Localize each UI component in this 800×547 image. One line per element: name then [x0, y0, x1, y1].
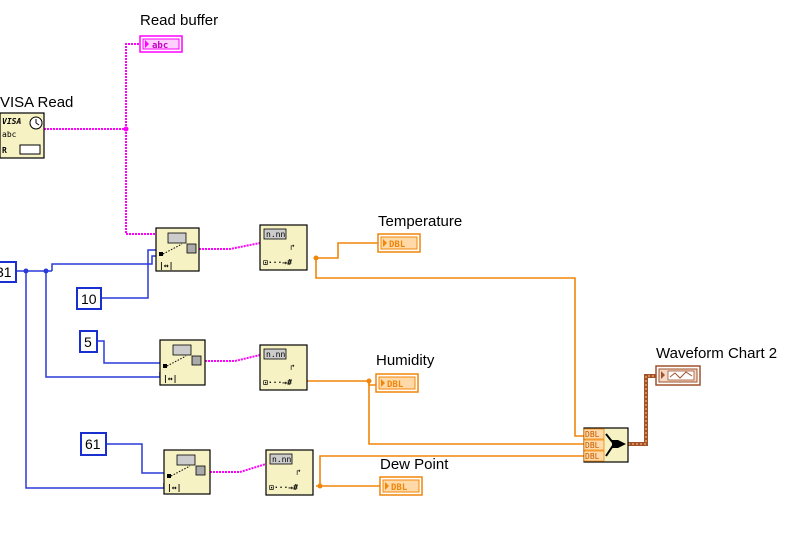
- visa-read-node[interactable]: VISA Read VISA abc R: [0, 94, 73, 159]
- wire-subset1-to-fract1: [199, 242, 261, 250]
- svg-text:↱: ↱: [290, 363, 295, 372]
- wire-fract1-to-temperature: [316, 242, 378, 259]
- wire-subset3-to-fract3: [210, 463, 267, 473]
- string-wire-junction: [123, 126, 129, 132]
- svg-text:VISA: VISA: [2, 117, 21, 126]
- constant-31[interactable]: 31: [0, 261, 17, 283]
- svg-text:↱: ↱: [296, 468, 301, 477]
- wire-31-to-subset1: [51, 255, 156, 271]
- svg-text:⊡···→#: ⊡···→#: [269, 483, 298, 492]
- bundle-icon: DBL DBL DBL: [583, 427, 629, 463]
- dbl-wires: [307, 242, 584, 487]
- svg-text:31: 31: [0, 264, 12, 280]
- fract-exp-string-to-number-icon: n.nn ↱ ⊡···→#: [259, 224, 308, 271]
- svg-text:5: 5: [84, 334, 92, 350]
- string-subset-icon: |↔|: [163, 449, 211, 495]
- wire-hum-to-bundle: [368, 381, 584, 445]
- svg-text:|↔|: |↔|: [167, 483, 181, 492]
- string-subset-node-1[interactable]: |↔|: [155, 227, 200, 272]
- svg-text:DBL: DBL: [391, 483, 408, 493]
- wire-junction-to-subset1: [125, 129, 156, 235]
- wire-5-to-subset2: [97, 340, 160, 364]
- visa-read-label: VISA Read: [0, 94, 73, 111]
- dew-point-label: Dew Point: [380, 456, 449, 473]
- svg-text:n.nn: n.nn: [266, 350, 285, 359]
- visa-read-icon: VISA abc R: [0, 112, 45, 159]
- fract-exp-string-to-number-icon: n.nn ↱ ⊡···→#: [265, 449, 314, 496]
- dbl-junction-2: [366, 378, 372, 384]
- svg-text:DBL: DBL: [387, 380, 404, 390]
- fract-exp-string-to-number-icon: n.nn ↱ ⊡···→#: [259, 344, 308, 391]
- wire-31-to-subset2: [45, 271, 161, 378]
- string-subset-icon: |↔|: [159, 339, 206, 386]
- svg-text:|↔|: |↔|: [159, 261, 173, 270]
- int-wire-junction-1: [23, 268, 29, 274]
- constant-10[interactable]: 10: [76, 287, 102, 310]
- read-buffer-indicator[interactable]: Read buffer abc: [139, 12, 218, 53]
- wire-subset2-to-fract2: [205, 354, 261, 362]
- string-subset-icon: |↔|: [155, 227, 200, 272]
- svg-text:abc: abc: [2, 130, 17, 139]
- temperature-label: Temperature: [378, 213, 462, 230]
- svg-text:10: 10: [81, 291, 97, 307]
- temperature-indicator[interactable]: Temperature DBL: [377, 213, 462, 253]
- string-subset-node-2[interactable]: |↔|: [159, 339, 206, 386]
- bundle-node[interactable]: DBL DBL DBL: [583, 427, 629, 463]
- fract-string-to-number-node-3[interactable]: n.nn ↱ ⊡···→#: [265, 449, 314, 496]
- constant-61[interactable]: 61: [80, 432, 107, 456]
- read-buffer-label: Read buffer: [140, 12, 218, 29]
- wire-61-to-subset3: [106, 443, 164, 474]
- wire-junction-to-read-buffer: [125, 43, 140, 129]
- waveform-chart-indicator[interactable]: Waveform Chart 2: [655, 345, 777, 386]
- dbl-junction-3: [317, 483, 323, 489]
- bundle-terminal-3: DBL: [585, 452, 600, 461]
- string-subset-node-3[interactable]: |↔|: [163, 449, 211, 495]
- constant-5[interactable]: 5: [79, 330, 98, 353]
- int-wire-junction-2: [43, 268, 49, 274]
- humidity-indicator[interactable]: Humidity DBL: [375, 352, 435, 393]
- waveform-chart-glyph-icon: [667, 370, 695, 381]
- svg-text:n.nn: n.nn: [266, 230, 285, 239]
- wire-fract2-to-humidity: [307, 380, 376, 386]
- bundle-terminal-2: DBL: [585, 441, 600, 450]
- svg-text:R: R: [2, 146, 7, 155]
- fract-string-to-number-node-2[interactable]: n.nn ↱ ⊡···→#: [259, 344, 308, 391]
- waveform-chart-label: Waveform Chart 2: [656, 345, 777, 362]
- string-wires: [44, 43, 267, 473]
- svg-text:n.nn: n.nn: [272, 455, 291, 464]
- dbl-junction-1: [313, 255, 319, 261]
- wire-10-to-subset1: [101, 249, 156, 299]
- bundle-terminal-1: DBL: [585, 430, 600, 439]
- humidity-label: Humidity: [376, 352, 435, 369]
- wire-dew-to-bundle: [319, 455, 584, 486]
- wire-temp-to-bundle: [315, 258, 584, 437]
- svg-text:DBL: DBL: [389, 240, 406, 250]
- svg-text:⊡···→#: ⊡···→#: [263, 378, 292, 387]
- svg-text:↱: ↱: [290, 243, 295, 252]
- svg-text:⊡···→#: ⊡···→#: [263, 258, 292, 267]
- read-buffer-type: abc: [152, 41, 168, 51]
- fract-string-to-number-node-1[interactable]: n.nn ↱ ⊡···→#: [259, 224, 308, 271]
- svg-text:|↔|: |↔|: [163, 374, 177, 383]
- dew-point-indicator[interactable]: Dew Point DBL: [379, 456, 449, 496]
- svg-text:61: 61: [85, 436, 101, 452]
- cluster-wire: [628, 374, 656, 446]
